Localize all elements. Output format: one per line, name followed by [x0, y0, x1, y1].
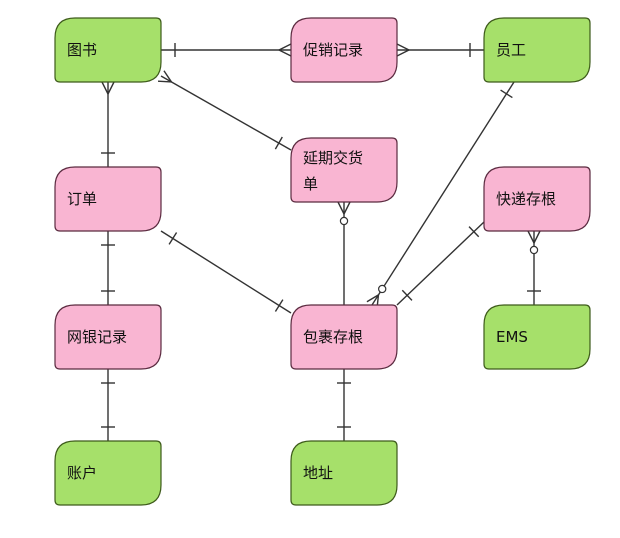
edge-book-promo-to-many-marker [278, 43, 292, 57]
edge-book-delay [157, 70, 292, 151]
node-parcel[interactable]: 包裹存根 [290, 304, 398, 370]
edge-express-parcel [396, 221, 485, 306]
node-delay-label: 单 [303, 175, 318, 193]
edge-staff-parcel-line [371, 81, 515, 306]
node-promo-box [290, 17, 398, 83]
node-bank[interactable]: 网银记录 [54, 304, 162, 370]
node-express[interactable]: 快递存根 [483, 166, 591, 232]
edges-layer [101, 43, 541, 441]
edge-express-ems-from-zero-marker [529, 245, 539, 255]
node-bank-label: 网银记录 [67, 328, 127, 346]
node-account[interactable]: 账户 [54, 440, 162, 506]
edge-book-delay-line [160, 75, 292, 151]
node-ems-label: EMS [496, 328, 528, 346]
edge-express-ems-from-many-marker [527, 230, 541, 244]
edge-staff-parcel-from-one-marker [500, 89, 513, 99]
node-promo[interactable]: 促销记录 [290, 17, 398, 83]
edge-parcel-address [337, 369, 351, 441]
edge-express-parcel-line [396, 221, 485, 306]
node-order-box [54, 166, 162, 232]
edge-book-promo [161, 43, 292, 57]
edge-order-parcel-from-one-marker [168, 232, 178, 245]
edge-express-ems [527, 230, 541, 305]
edge-order-bank [101, 231, 115, 305]
edge-bank-account [101, 369, 115, 441]
node-express-label: 快递存根 [496, 190, 556, 208]
edge-promo-staff-from-many-marker [396, 43, 410, 57]
node-staff[interactable]: 员工 [483, 17, 591, 83]
node-ems-box [483, 304, 591, 370]
node-address-box [290, 440, 398, 506]
node-staff-box [483, 17, 591, 83]
node-ems[interactable]: EMS [483, 304, 591, 370]
edge-express-parcel-from-one-marker [468, 226, 480, 238]
node-book-label: 图书 [67, 41, 97, 59]
edge-delay-parcel-from-zero-marker [339, 216, 349, 226]
edge-staff-parcel-to-zero-marker [378, 284, 387, 294]
edge-order-parcel-line [160, 230, 292, 314]
node-book[interactable]: 图书 [54, 17, 162, 83]
node-express-box [483, 166, 591, 232]
node-staff-label: 员工 [496, 41, 526, 59]
node-promo-label: 促销记录 [303, 41, 363, 59]
node-delay-label: 延期交货 [303, 149, 363, 167]
node-account-box [54, 440, 162, 506]
node-delay-box [290, 137, 398, 203]
edge-order-parcel-to-one-marker [274, 299, 284, 312]
edge-promo-staff [396, 43, 484, 57]
edge-book-order-from-many-marker [101, 81, 115, 95]
node-address[interactable]: 地址 [290, 440, 398, 506]
node-order-label: 订单 [67, 190, 97, 208]
node-account-label: 账户 [67, 464, 97, 482]
edge-order-parcel [160, 230, 292, 314]
node-parcel-label: 包裹存根 [303, 328, 363, 346]
node-bank-box [54, 304, 162, 370]
node-parcel-box [290, 304, 398, 370]
edge-book-order [101, 81, 115, 167]
node-book-box [54, 17, 162, 83]
node-order[interactable]: 订单 [54, 166, 162, 232]
edge-staff-parcel [366, 81, 515, 309]
edge-express-parcel-to-one-marker [401, 289, 413, 301]
edge-delay-parcel-from-many-marker [337, 201, 351, 215]
edge-book-delay-from-many-marker [157, 70, 173, 83]
edge-delay-parcel [337, 201, 351, 305]
node-address-label: 地址 [303, 464, 333, 482]
edge-book-delay-to-one-marker [274, 136, 283, 150]
